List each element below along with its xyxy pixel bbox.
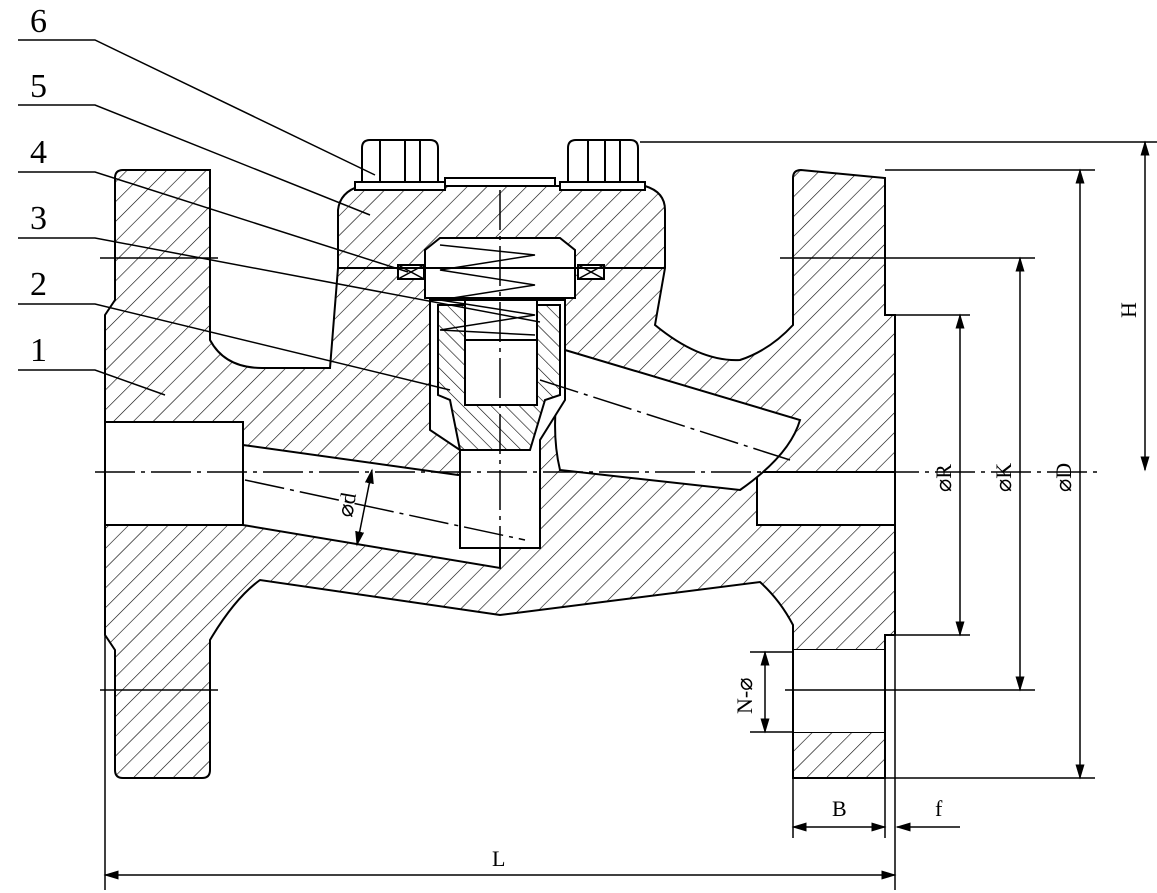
part-label-2: 2 [30, 266, 47, 303]
dim-label-R: ⌀R [931, 464, 956, 492]
bolt-right [559, 139, 646, 191]
leader-5 [18, 104, 371, 216]
leader-6 [18, 39, 376, 176]
part-label-6: 6 [30, 3, 47, 40]
dim-label-d: ⌀d [332, 491, 361, 519]
dim-label-f: f [935, 796, 943, 821]
disc-bore [464, 299, 538, 406]
dim-label-B: B [832, 796, 847, 821]
dim-label-N: N-⌀ [732, 678, 757, 714]
dim-label-D: ⌀D [1051, 463, 1076, 492]
leader-1 [18, 369, 166, 396]
bolt-left [354, 139, 446, 191]
inlet-bore [104, 421, 244, 526]
bonnet-plate [444, 177, 556, 187]
part-label-1: 1 [30, 332, 47, 369]
dim-label-K: ⌀K [991, 463, 1016, 492]
part-label-3: 3 [30, 200, 47, 237]
leader-3 [18, 237, 541, 323]
dim-line-d [355, 468, 374, 547]
dim-label-L: L [492, 846, 505, 871]
part-label-4: 4 [30, 134, 47, 171]
part-label-5: 5 [30, 68, 47, 105]
outlet-bore [756, 471, 896, 526]
leader-4 [18, 171, 409, 273]
bolt-hole [793, 650, 885, 732]
spring [439, 244, 536, 336]
flange-lower-right [792, 731, 886, 779]
leader-2 [18, 303, 451, 391]
dim-label-H: H [1116, 302, 1141, 318]
